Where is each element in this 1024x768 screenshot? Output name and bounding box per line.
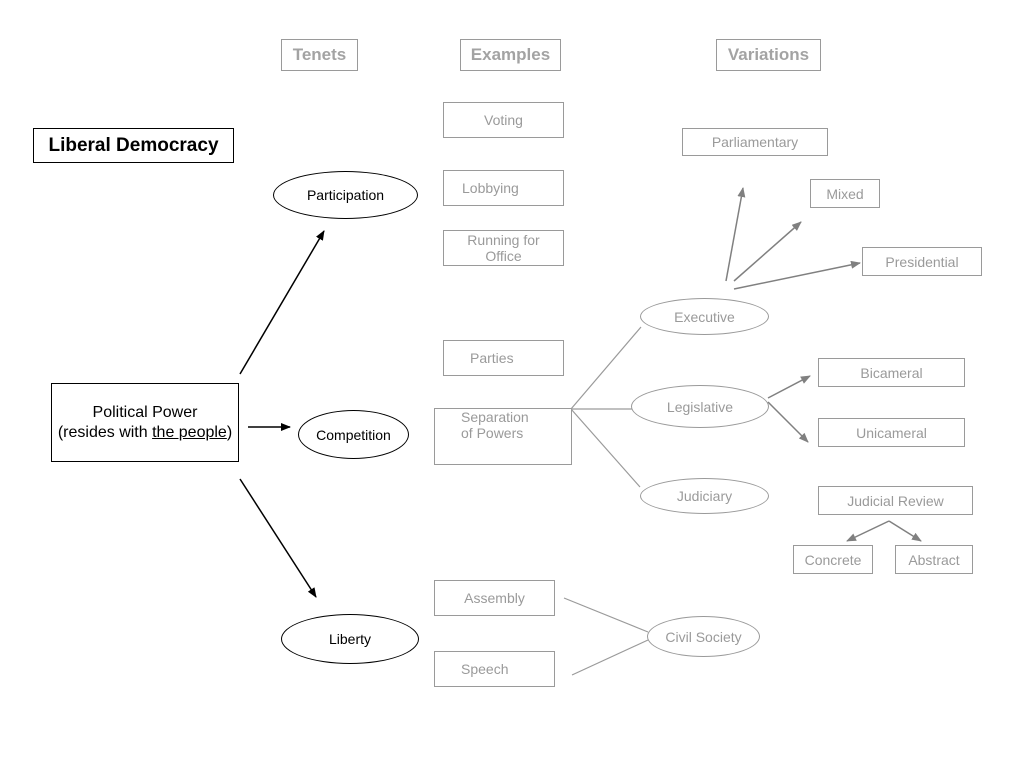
arrow-to-parliamentary [725,187,746,282]
example-lobbying: Lobbying [443,170,564,206]
line-to-judiciary [570,408,641,488]
diagram-title: Liberal Democracy [33,128,234,163]
example-parties: Parties [443,340,564,376]
variation-unicameral: Unicameral [818,418,965,447]
variation-bicameral: Bicameral [818,358,965,387]
example-voting: Voting [443,102,564,138]
arrow-to-presidential [733,260,861,290]
variation-parliamentary: Parliamentary [682,128,828,156]
variation-judicial-review: Judicial Review [818,486,973,515]
example-running-for-office: Running for Office [443,230,564,266]
header-examples: Examples [460,39,561,71]
arrow-to-abstract [888,520,922,542]
line-to-executive [570,326,642,410]
example-assembly: Assembly [434,580,555,616]
arrow-to-unicameral [767,401,809,443]
tenet-participation: Participation [273,171,418,219]
civil-society: Civil Society [647,616,760,657]
political-power-box: Political Power (resides with the people… [51,383,239,462]
arrow-to-participation [239,230,325,375]
line-speech-civil [571,639,649,676]
line-assembly-civil [563,597,649,633]
arrow-to-bicameral [767,375,811,399]
header-tenets: Tenets [281,39,358,71]
political-power-line1: Political Power [92,403,198,421]
branch-legislative: Legislative [631,385,769,428]
variation-presidential: Presidential [862,247,982,276]
variation-concrete: Concrete [793,545,873,574]
branch-judiciary: Judiciary [640,478,769,514]
example-speech: Speech [434,651,555,687]
header-variations: Variations [716,39,821,71]
political-power-line2: (resides with the people) [57,423,233,441]
arrow-to-concrete [846,520,890,542]
tenet-liberty: Liberty [281,614,419,664]
the-people-text: the people [152,423,227,441]
arrow-to-mixed [733,221,802,282]
arrow-to-liberty [239,478,317,598]
tenet-competition: Competition [298,410,409,459]
branch-executive: Executive [640,298,769,335]
variation-mixed: Mixed [810,179,880,208]
example-separation-of-powers: Separation of Powers [434,408,572,465]
variation-abstract: Abstract [895,545,973,574]
